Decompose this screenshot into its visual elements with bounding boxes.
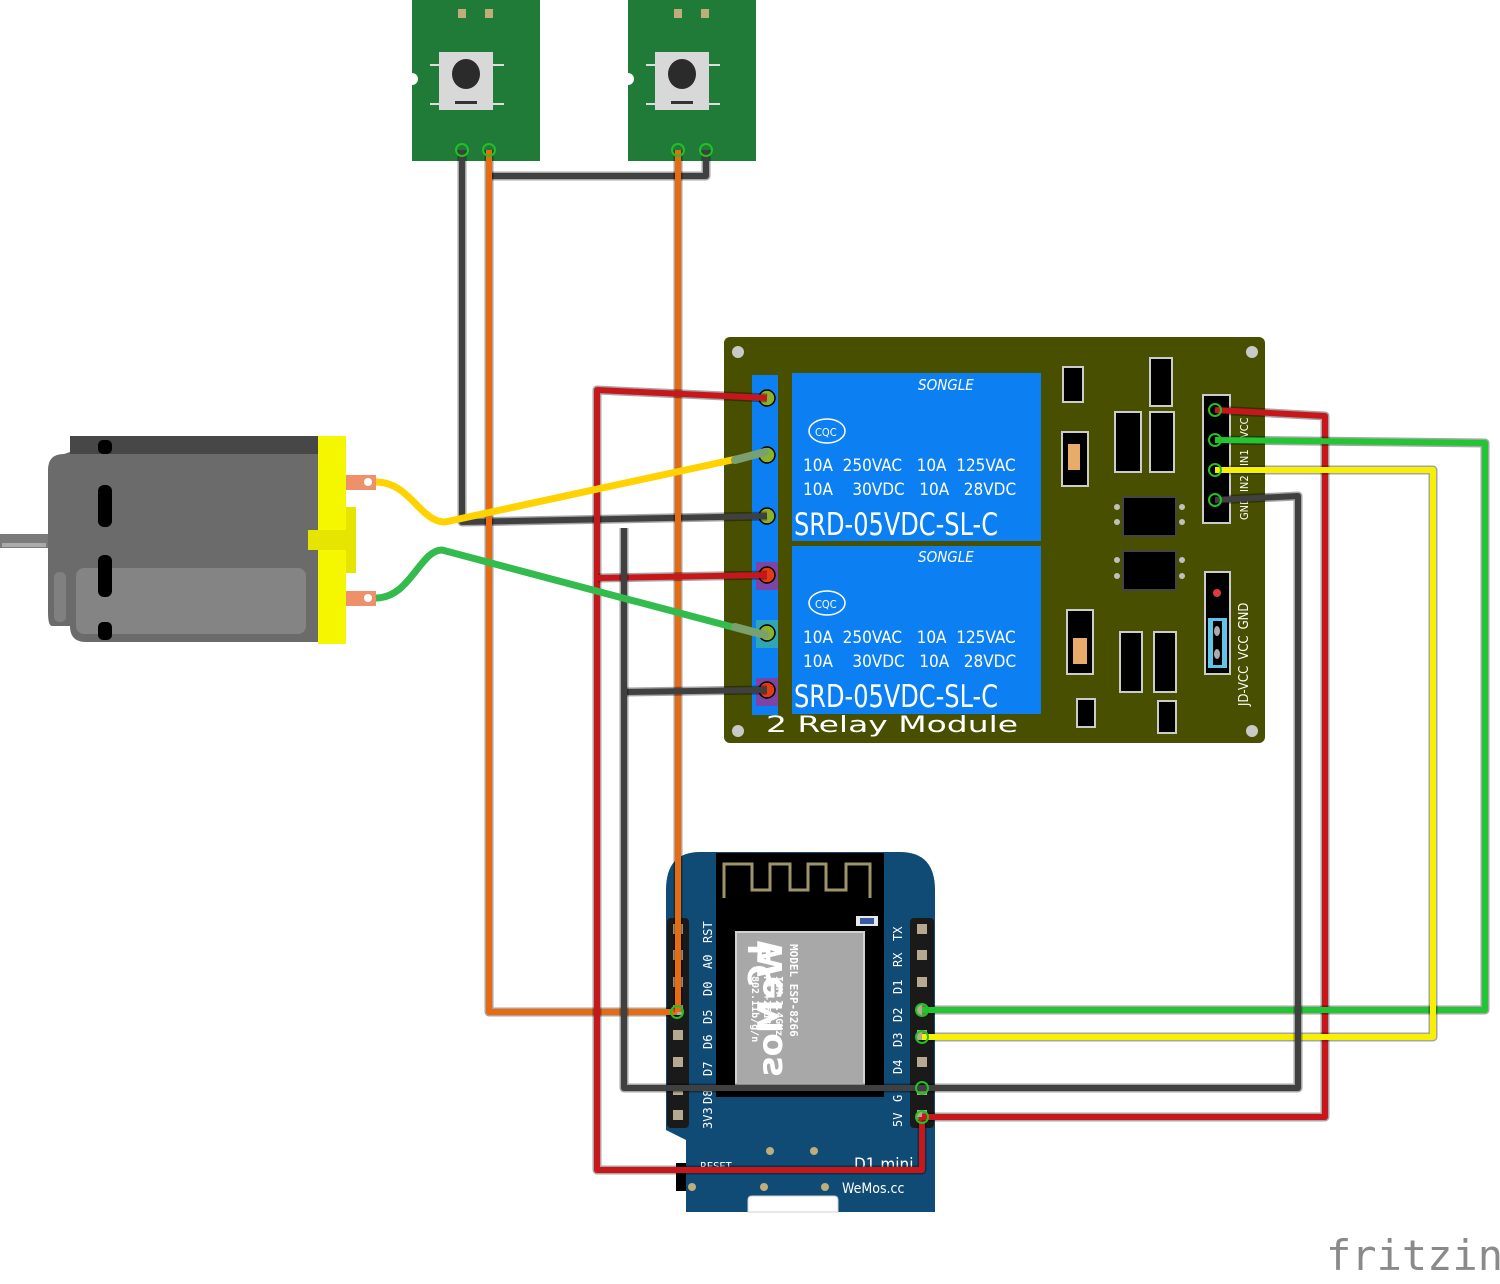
motor-lead-end-1 <box>731 448 769 464</box>
pin-label-g: G <box>891 1095 905 1102</box>
jd-vcc-jumper[interactable]: JD-VCCVCCGND <box>1204 571 1252 707</box>
relay-2-rating-2: 10A 30VDC 10A 28VDC <box>803 652 1016 672</box>
module-spec-1: ISM 2.4GHz <box>773 976 784 1036</box>
relay-1-rating-1: 10A 250VAC 10A 125VAC <box>803 456 1016 476</box>
connector-endpoint <box>915 1003 929 1017</box>
wire-relay-nc2-black[interactable] <box>623 687 768 695</box>
dc-motor[interactable] <box>0 436 376 644</box>
pin-pad[interactable] <box>673 1110 683 1120</box>
connector-endpoint <box>915 1110 929 1124</box>
pin-pad[interactable] <box>917 1057 927 1067</box>
wire-relay-in1-green[interactable] <box>922 437 1488 1013</box>
relay-1-model: SRD-05VDC-SL-C <box>794 507 998 543</box>
wire-motor-yellow[interactable] <box>375 451 756 526</box>
pin-label-d2: D2 <box>891 1008 905 1022</box>
pin-label-tx: TX <box>891 926 905 941</box>
wire-relay-vcc-red[interactable] <box>922 407 1328 1120</box>
pin-pad[interactable] <box>917 950 927 960</box>
fcc-mark: FC <box>740 944 775 987</box>
relay-2-model: SRD-05VDC-SL-C <box>794 679 998 715</box>
pin-label-a0: A0 <box>701 955 715 969</box>
pin-pad[interactable] <box>673 1030 683 1040</box>
module-model: MODEL ESP-8266 <box>787 944 800 1037</box>
pin-pad[interactable] <box>673 1057 683 1067</box>
relay-2: SONGLE CQC 10A 250VAC 10A 125VAC 10A 30V… <box>792 546 1041 715</box>
wire-btn1-black[interactable] <box>459 150 768 525</box>
connector-endpoint <box>1208 463 1222 477</box>
header-pin-vcc: VCC <box>1238 417 1251 438</box>
wire-btn1-orange[interactable] <box>486 150 677 1015</box>
module-spec-3: 802.11b/g/n <box>749 976 760 1042</box>
pin-label-5v: 5V <box>891 1113 905 1127</box>
pushbutton-2[interactable] <box>622 0 756 161</box>
jumper-label: JD-VCCVCCGND <box>1237 603 1252 707</box>
left-pin-header <box>667 918 689 1128</box>
connector-endpoint <box>1208 493 1222 507</box>
pin-label-d0: D0 <box>701 982 715 996</box>
connector-endpoint <box>1208 433 1222 447</box>
pin-label-d1: D1 <box>891 980 905 994</box>
wire-motor-green[interactable] <box>375 546 756 637</box>
pin-pad[interactable] <box>917 977 927 987</box>
connector-endpoint <box>482 143 496 157</box>
pin-label-d6: D6 <box>701 1035 715 1049</box>
wemos-d1-mini[interactable]: MODEL ESP-8266 ISM 2.4GHz PA +25dBm 802.… <box>666 852 935 1213</box>
pin-label-d7: D7 <box>701 1062 715 1076</box>
pin-pad[interactable] <box>917 924 927 934</box>
smd-components <box>1061 357 1185 734</box>
relay-module[interactable]: SONGLE CQC 10A 250VAC 10A 125VAC 10A 30V… <box>724 337 1265 743</box>
pin-label-d8: D8 <box>701 1090 715 1104</box>
relay-1: SONGLE CQC 10A 250VAC 10A 125VAC 10A 30V… <box>792 373 1041 543</box>
relay-2-cert: CQC <box>815 598 837 611</box>
wemos-logo: WeMos <box>751 940 791 1077</box>
right-pin-header <box>910 918 934 1128</box>
connector-endpoint <box>699 143 713 157</box>
connector-endpoint <box>455 143 469 157</box>
wire-relay-in2-yellow[interactable] <box>922 467 1436 1040</box>
connector-endpoint <box>1208 403 1222 417</box>
relay-1-rating-2: 10A 30VDC 10A 28VDC <box>803 480 1016 500</box>
header-pin-gnd: GND <box>1238 497 1251 520</box>
header-pin-in1: IN1 <box>1238 449 1251 466</box>
pin-label-rst: RST <box>701 921 715 943</box>
wire-btn1-black-outline <box>457 150 768 527</box>
connector-endpoint <box>670 1005 684 1019</box>
relay-1-cert: CQC <box>815 426 837 439</box>
relay-2-brand: SONGLE <box>918 548 974 566</box>
pin-label-3v3: 3V3 <box>701 1107 715 1129</box>
wires <box>375 143 1490 1175</box>
pin-label-d5: D5 <box>701 1010 715 1024</box>
pushbutton-1[interactable] <box>406 0 540 161</box>
fritzing-watermark: fritzing <box>1326 1231 1500 1280</box>
header-pin-in2: IN2 <box>1238 475 1251 492</box>
pin-label-rx: RX <box>891 952 905 967</box>
wire-relay-gnd-black[interactable] <box>922 493 1301 1091</box>
connector-endpoint <box>915 1081 929 1095</box>
pin-label-d4: D4 <box>891 1060 905 1074</box>
connector-endpoint <box>671 143 685 157</box>
board-site: WeMos.cc <box>842 1181 904 1197</box>
esp-module-text: MODEL ESP-8266 ISM 2.4GHz PA +25dBm 802.… <box>740 940 800 1077</box>
relay-1-brand: SONGLE <box>918 376 974 394</box>
wire-btn-bridge-black[interactable] <box>492 150 709 179</box>
relay-2-rating-1: 10A 250VAC 10A 125VAC <box>803 628 1016 648</box>
module-spec-2: PA +25dBm <box>761 976 772 1030</box>
relay-module-title: 2 Relay Module <box>766 713 1018 738</box>
wire-relay-com1-black[interactable] <box>621 528 922 1091</box>
wire-relay-nc1-red[interactable] <box>594 387 925 1173</box>
motor-lead-end-2 <box>731 623 769 639</box>
pin-label-d3: D3 <box>891 1033 905 1047</box>
connector-endpoint <box>915 1030 929 1044</box>
